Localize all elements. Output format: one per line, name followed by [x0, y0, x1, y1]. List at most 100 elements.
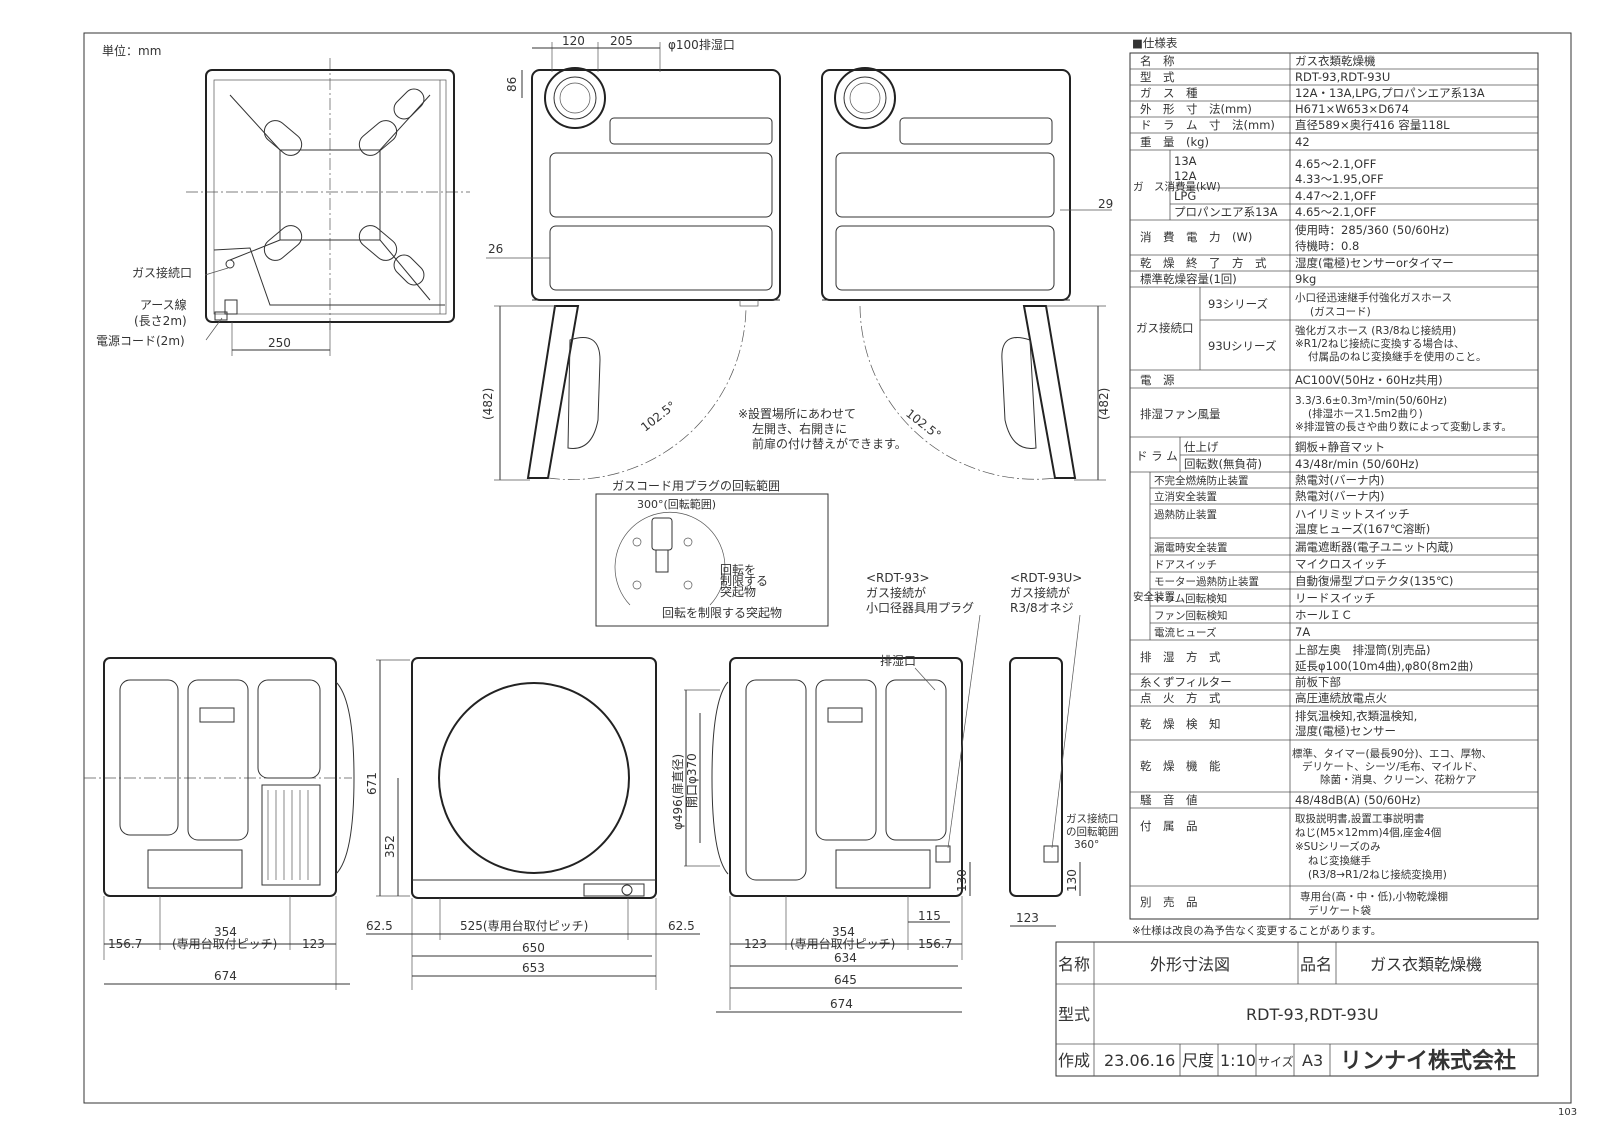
- spec-k11: 排 湿 方 式: [1140, 650, 1221, 664]
- spec-s2v: ハイリミットスイッチ: [1295, 507, 1410, 521]
- plug-range: 300°(回転範囲): [637, 497, 716, 511]
- gas-range-3: 360°: [1074, 839, 1099, 851]
- tb-made-label: 作成: [1058, 1051, 1090, 1070]
- label-rdt93u: <RDT-93U>: [1010, 571, 1082, 585]
- spec-c0k: 93シリーズ: [1208, 297, 1268, 311]
- spec-v11: 上部左奥 排湿筒(別売品): [1295, 643, 1430, 657]
- spec-v8: 9kg: [1295, 272, 1316, 286]
- spec-s3v: 漏電遮断器(電子ユニット内蔵): [1295, 540, 1453, 554]
- spec-k8: 標準乾燥容量(1回): [1140, 272, 1237, 286]
- spec-title: ■仕様表: [1132, 36, 1178, 50]
- dim-653: 653: [522, 961, 545, 975]
- spec-d0k: 仕上げ: [1184, 440, 1219, 454]
- spec-v15: 標準、タイマー(最長90分)、エコ、厚物、: [1292, 747, 1492, 760]
- spec-k4: ド ラ ム 寸 法(mm): [1140, 118, 1275, 132]
- spec-conn-group: ガス接続口: [1136, 321, 1194, 335]
- spec-v6: 使用時：285/360 (50/60Hz): [1295, 223, 1449, 237]
- plug-title: ガスコード用プラグの回転範囲: [612, 478, 780, 493]
- dim-29: 29: [1098, 197, 1113, 211]
- spec-k7: 乾 燥 終 了 方 式: [1140, 256, 1267, 270]
- dim-354-left: 354: [214, 925, 237, 939]
- spec-k14: 乾 燥 検 知: [1140, 717, 1221, 731]
- dim-482-left: (482): [481, 388, 495, 420]
- spec-v6b: 待機時：0.8: [1295, 239, 1359, 253]
- spec-s4k: ドアスイッチ: [1154, 559, 1217, 571]
- spec-s2v2: 温度ヒューズ(167℃溶断): [1295, 522, 1430, 536]
- dim-86: 86: [505, 77, 519, 92]
- tb-scale: 1:10: [1220, 1051, 1256, 1070]
- spec-g0k: 13A: [1174, 154, 1197, 168]
- label-rdt93u-1: ガス接続が: [1010, 585, 1070, 600]
- spec-s1v: 熱電対(バーナ内): [1295, 489, 1384, 503]
- spec-k2: ガ ス 種: [1140, 86, 1198, 100]
- front-view-right-door: 102.5° 29 (482): [821, 67, 1113, 481]
- dim-525: 525(専用台取付ピッチ): [460, 918, 588, 933]
- plug-stop-1: 回転を: [720, 563, 756, 577]
- label-rdt93-1: ガス接続が: [866, 585, 926, 600]
- spec-k17: 付 属 品: [1140, 819, 1198, 833]
- spec-v18: 専用台(高・中・低),小物乾燥棚: [1300, 890, 1448, 903]
- unit-label: 単位：mm: [102, 43, 161, 58]
- spec-v10c: ※排湿管の長さや曲り数によって変動します。: [1295, 420, 1512, 433]
- spec-s2k: 過熱防止装置: [1154, 508, 1217, 521]
- spec-k13: 点 火 方 式: [1140, 691, 1221, 705]
- pitch-left: (専用台取付ピッチ): [172, 936, 277, 951]
- label-earth-1: アース線: [140, 297, 187, 312]
- spec-s0k: 不完全燃焼防止装置: [1154, 474, 1249, 487]
- dim-671: 671: [365, 772, 379, 795]
- dim-156-7-left: 156.7: [108, 937, 142, 951]
- plug-detail: ガスコード用プラグの回転範囲 300°(回転範囲) 回転を 制限する 突起物 回…: [595, 478, 829, 627]
- spec-c1v3: 付属品のねじ変換継手を使用のこと。: [1308, 350, 1487, 363]
- dim-115: 115: [918, 909, 941, 923]
- spec-drum-group: ド ラ ム: [1136, 449, 1178, 463]
- angle-102-5-right: 102.5°: [903, 406, 943, 442]
- spec-k6: 消 費 電 力 (W): [1140, 230, 1252, 244]
- dim-123-left: 123: [302, 937, 325, 951]
- side-view-right: φ496(扉直径) 開口φ370 排湿口 354 (専用台取付ピッチ) 123 …: [671, 653, 971, 1013]
- spec-s8v: 7A: [1295, 625, 1310, 639]
- tb-product-label: 品名: [1300, 955, 1332, 974]
- dim-650: 650: [522, 941, 545, 955]
- plug-stop-2: 制限する: [720, 574, 768, 588]
- spec-s4v: マイクロスイッチ: [1295, 557, 1387, 571]
- gas-inlet-side-view: 130 123 ガス接続口 の回転範囲 360°: [1009, 657, 1119, 927]
- spec-v13: 高圧連続放電点火: [1295, 691, 1387, 705]
- spec-s6k: ドラム回転検知: [1154, 592, 1227, 605]
- spec-v12: 前板下部: [1295, 675, 1341, 689]
- spec-v17b: ねじ(M5×12mm)4個,座金4個: [1295, 826, 1441, 839]
- gas-range-1: ガス接続口: [1066, 812, 1119, 825]
- spec-k5: 重 量 (kg): [1140, 135, 1209, 149]
- spec-v0: ガス衣類乾燥機: [1295, 54, 1376, 68]
- spec-v16: 48/48dB(A) (50/60Hz): [1295, 793, 1421, 807]
- spec-v3: H671×W653×D674: [1295, 102, 1409, 116]
- title-block: 名称 外形寸法図 品名 ガス衣類乾燥機 型式 RDT-93,RDT-93U 作成…: [1055, 941, 1539, 1077]
- spec-v17: 取扱説明書,設置工事説明書: [1295, 812, 1424, 825]
- dim-123-right: 123: [744, 937, 767, 951]
- dim-354-right: 354: [832, 925, 855, 939]
- spec-c1k: 93Uシリーズ: [1208, 339, 1276, 353]
- tb-date: 23.06.16: [1104, 1051, 1175, 1070]
- spec-v17e: (R3/8→R1/2ねじ接続変換用): [1308, 868, 1447, 881]
- tb-model-label: 型式: [1058, 1005, 1090, 1024]
- spec-k18: 別 売 品: [1140, 895, 1198, 909]
- door-note-3: 前扉の付け替えができます。: [752, 436, 907, 451]
- spec-d1v: 43/48r/min (50/60Hz): [1295, 457, 1419, 471]
- spec-c0v: 小口径迅速継手付強化ガスホース: [1295, 291, 1452, 304]
- spec-c0v2: (ガスコード): [1310, 306, 1371, 318]
- label-rdt93-2: 小口径器具用プラグ: [866, 601, 974, 615]
- dim-130-b: 130: [1065, 869, 1079, 892]
- tb-product-value: ガス衣類乾燥機: [1370, 955, 1482, 974]
- label-earth-2: (長さ2m): [134, 314, 187, 328]
- spec-g2v: 4.65～2.1,OFF: [1295, 205, 1376, 219]
- spec-g0v: 4.65～2.1,OFF: [1295, 157, 1376, 171]
- spec-g0bv: 4.33～1.95,OFF: [1295, 172, 1384, 186]
- tb-name-value: 外形寸法図: [1150, 955, 1230, 974]
- spec-v14b: 湿度(電極)センサー: [1295, 724, 1396, 738]
- plug-stop-4: 回転を制限する突起物: [662, 605, 782, 620]
- spec-v10b: (排湿ホース1.5m2曲り): [1308, 407, 1423, 420]
- tb-name-label: 名称: [1058, 955, 1090, 974]
- spec-s5k: モーター過熱防止装置: [1154, 575, 1259, 588]
- angle-102-5-left: 102.5°: [638, 398, 678, 434]
- gas-inlet-icon: [225, 259, 235, 269]
- dim-62-5-left: 62.5: [366, 919, 393, 933]
